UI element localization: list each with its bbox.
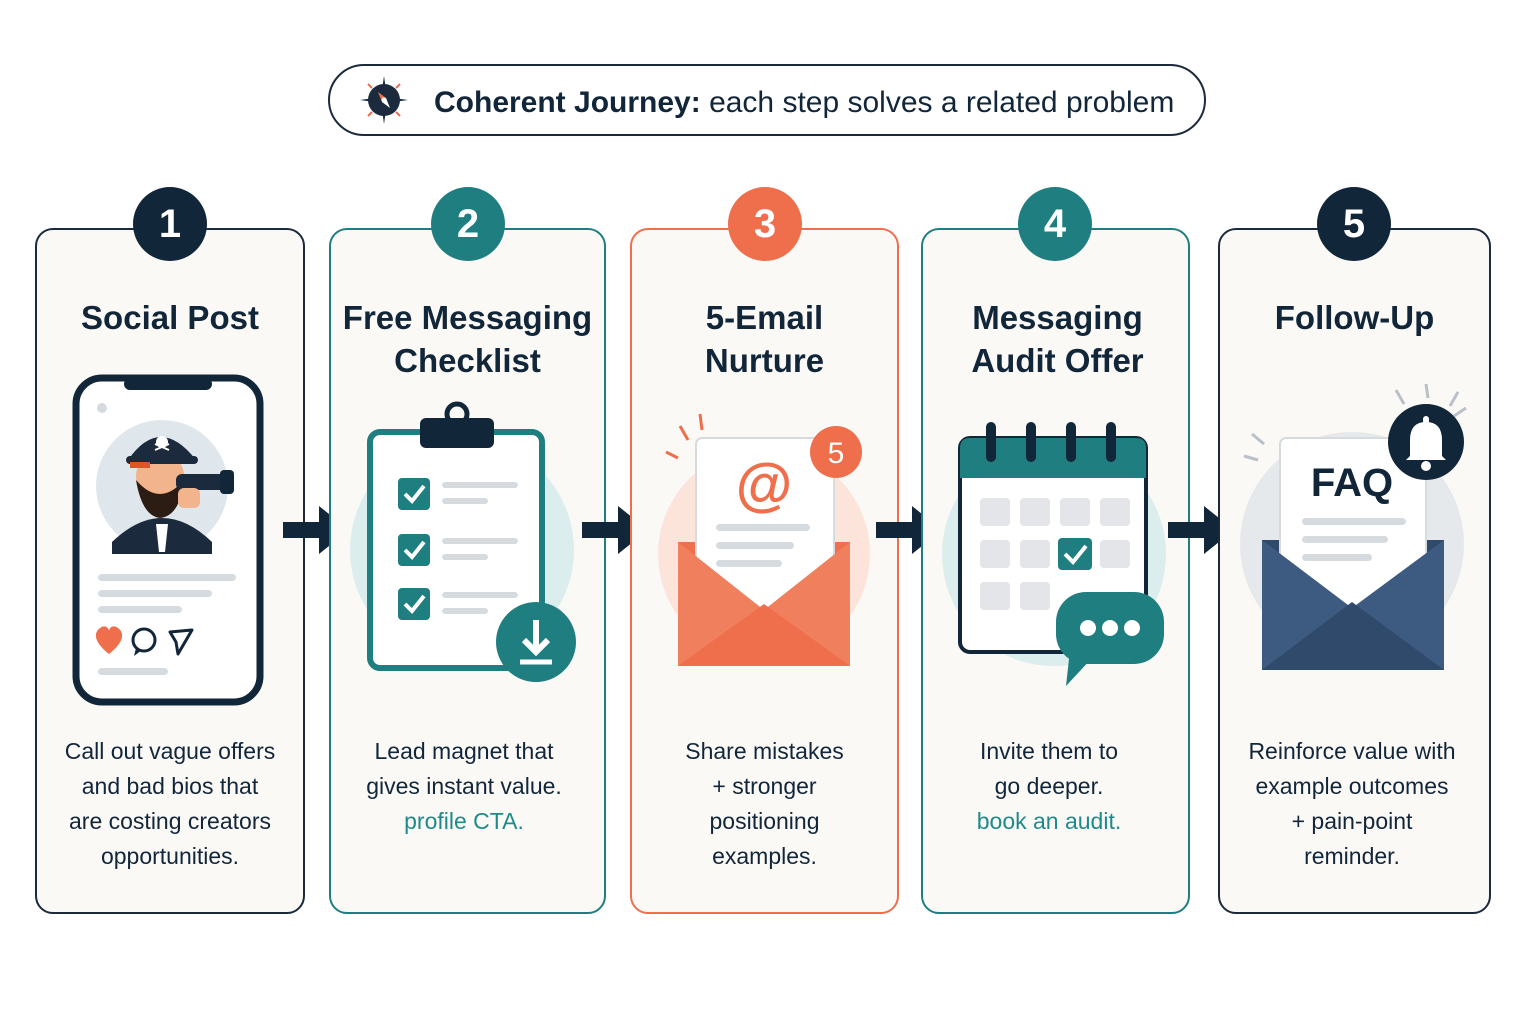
step-desc-3-line-1: Share mistakes — [685, 738, 844, 764]
step-desc-5-line-4: reminder. — [1304, 843, 1400, 869]
step-desc-3-line-4: examples. — [712, 843, 817, 869]
step-desc-5-line-2: example outcomes — [1255, 773, 1449, 799]
step-desc-5: Reinforce value with example outcomes + … — [1218, 734, 1486, 874]
step-badge-3: 3 — [728, 187, 802, 261]
step-title-1-line-1: Social Post — [81, 299, 259, 336]
step-desc-2-line-2: gives instant value. — [366, 773, 562, 799]
step-desc-5-line-1: Reinforce value with — [1248, 738, 1456, 764]
step-desc-4-line-1: Invite them to — [979, 738, 1119, 764]
step-title-4-line-2: Audit Offer — [971, 342, 1144, 379]
step-desc-5-line-3: + pain-point — [1291, 808, 1413, 834]
banner-title-rest: each step solves a related problem — [709, 86, 1175, 119]
step-desc-1: Call out vague offers and bad bios that … — [35, 734, 305, 874]
step-desc-1-line-4: opportunities. — [100, 843, 240, 869]
step-title-2: Free Messaging Checklist — [329, 296, 606, 382]
phone-post-icon — [72, 374, 264, 706]
step-desc-3-line-2: + stronger — [712, 773, 817, 799]
step-desc-4: Invite them to go deeper. book an audit. — [921, 734, 1177, 839]
clipboard-checklist-icon — [350, 401, 576, 682]
calendar-chat-icon — [942, 422, 1166, 686]
banner-title-bold: Coherent Journey: — [434, 86, 701, 119]
step-desc-2-line-1: Lead magnet that — [374, 738, 554, 764]
step-title-3-line-2: Nurture — [704, 342, 825, 379]
email-envelope-icon: @ 5 — [658, 413, 870, 666]
step-cta-2: profile CTA. — [404, 808, 524, 834]
step-desc-2: Lead magnet that gives instant value. pr… — [329, 734, 599, 839]
step-desc-1-line-2: and bad bios that — [81, 773, 259, 799]
at-symbol: @ — [736, 452, 793, 517]
step-desc-4-line-2: go deeper. — [994, 773, 1104, 799]
email-count-badge: 5 — [828, 437, 845, 470]
journey-banner: Coherent Journey: each step solves a rel… — [328, 64, 1206, 136]
step-title-5: Follow-Up — [1218, 296, 1491, 339]
step-desc-3-line-3: positioning — [709, 808, 820, 834]
step-title-4: Messaging Audit Offer — [921, 296, 1194, 382]
faq-envelope-bell-icon: FAQ — [1240, 383, 1467, 670]
step-desc-1-line-1: Call out vague offers — [64, 738, 276, 764]
step-badge-1: 1 — [133, 187, 207, 261]
step-title-3-line-1: 5-Email — [705, 299, 824, 336]
banner-title: Coherent Journey: each step solves a rel… — [434, 86, 1174, 120]
step-desc-1-line-3: are costing creators — [69, 808, 271, 834]
step-title-3: 5-Email Nurture — [630, 296, 899, 382]
step-desc-3: Share mistakes + stronger positioning ex… — [630, 734, 899, 874]
step-title-2-line-2: Checklist — [394, 342, 541, 379]
step-title-2-line-1: Free Messaging — [342, 299, 593, 336]
faq-text: FAQ — [1311, 461, 1393, 505]
step-cta-4: book an audit. — [976, 808, 1122, 834]
step-title-1: Social Post — [35, 296, 305, 339]
step-badge-2: 2 — [431, 187, 505, 261]
step-title-4-line-1: Messaging — [972, 299, 1143, 336]
compass-icon — [360, 76, 408, 124]
step-badge-4: 4 — [1018, 187, 1092, 261]
step-badge-5: 5 — [1317, 187, 1391, 261]
step-title-5-line-1: Follow-Up — [1274, 299, 1435, 336]
